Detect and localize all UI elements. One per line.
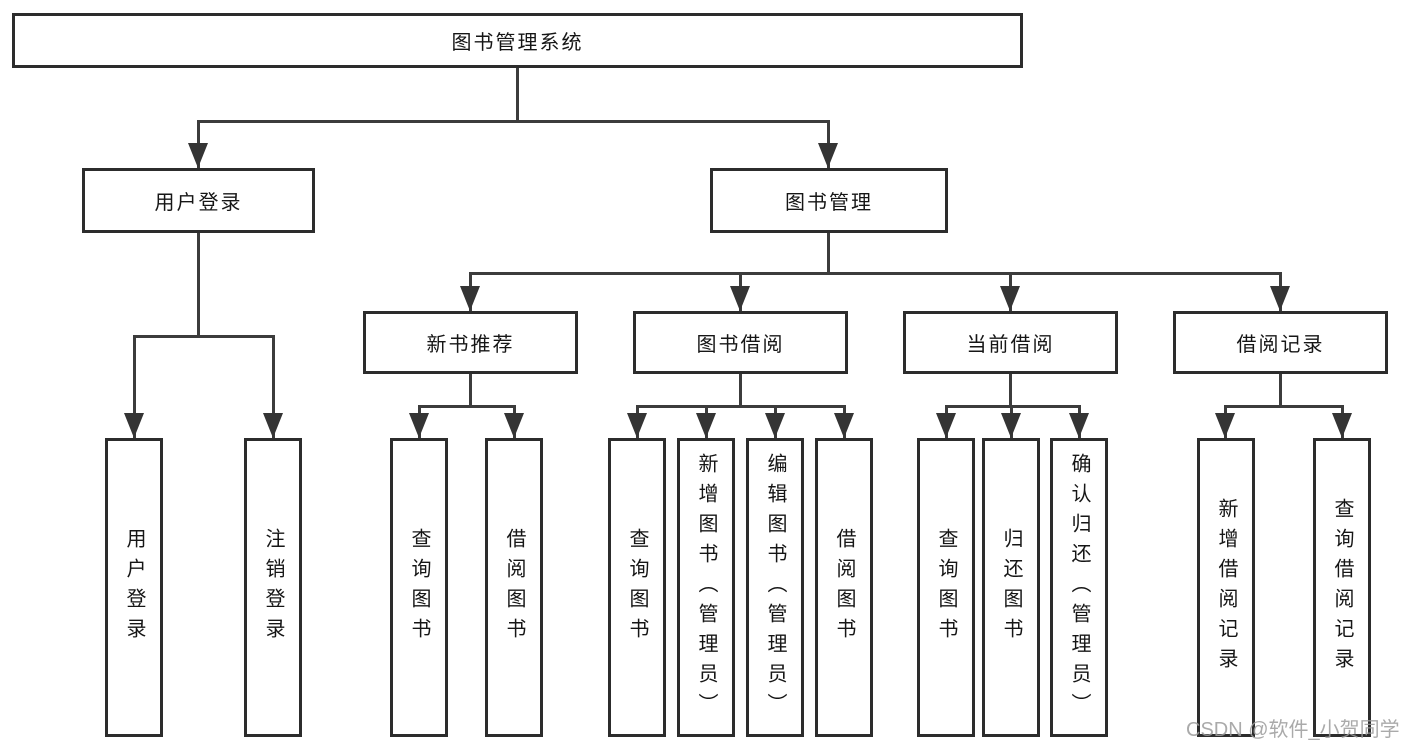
connector-drop (1279, 374, 1282, 405)
node-user-login: 用户登录 (82, 168, 315, 233)
connector-userlogin-bus (133, 335, 275, 338)
connector-userlogin-drop (197, 233, 200, 335)
node-book-management: 图书管理 (710, 168, 948, 233)
leaf-query-books-recommend: 查询图书 (390, 438, 448, 737)
connector-drop-leaf (272, 335, 275, 438)
leaf-query-borrow-record: 查询借阅记录 (1313, 438, 1371, 737)
leaf-borrow-books: 借阅图书 (815, 438, 873, 737)
connector-drop (739, 374, 742, 405)
connector-arrowhead (936, 413, 956, 438)
connector-arrowhead (1332, 413, 1352, 438)
connector-arrowhead (818, 143, 838, 168)
connector-arrowhead (504, 413, 524, 438)
leaf-user-login: 用户登录 (105, 438, 163, 737)
connector-arrowhead (765, 413, 785, 438)
connector-bus (636, 405, 846, 408)
leaf-borrow-books-recommend: 借阅图书 (485, 438, 543, 737)
node-book-borrowing: 图书借阅 (633, 311, 848, 374)
connector-l2-bus (197, 120, 830, 123)
connector-arrowhead (460, 286, 480, 311)
connector-arrowhead (263, 413, 283, 438)
connector-arrowhead (627, 413, 647, 438)
connector-drop (469, 374, 472, 405)
node-root-system: 图书管理系统 (12, 13, 1023, 68)
connector-arrowhead (834, 413, 854, 438)
connector-arrowhead (730, 286, 750, 311)
connector-drop (1009, 374, 1012, 405)
node-borrowing-records: 借阅记录 (1173, 311, 1388, 374)
leaf-add-book-admin: 新增图书（管理员） (677, 438, 735, 737)
connector-bookmgmt-drop (827, 233, 830, 272)
leaf-add-borrow-record: 新增借阅记录 (1197, 438, 1255, 737)
connector-arrowhead (1215, 413, 1235, 438)
leaf-return-book: 归还图书 (982, 438, 1040, 737)
csdn-watermark: CSDN @软件_小贺同学 (1186, 719, 1400, 741)
leaf-logout: 注销登录 (244, 438, 302, 737)
connector-arrowhead (1069, 413, 1089, 438)
connector-arrowhead (124, 413, 144, 438)
connector-drop-leaf (133, 335, 136, 438)
connector-arrowhead (188, 143, 208, 168)
node-new-book-recommend: 新书推荐 (363, 311, 578, 374)
connector-l3-bus (469, 272, 1282, 275)
connector-bus (418, 405, 516, 408)
leaf-edit-book-admin: 编辑图书（管理员） (746, 438, 804, 737)
leaf-query-books-current: 查询图书 (917, 438, 975, 737)
leaf-confirm-return-admin: 确认归还（管理员） (1050, 438, 1108, 737)
connector-bus (1224, 405, 1344, 408)
connector-bus (945, 405, 1081, 408)
connector-arrowhead (1001, 413, 1021, 438)
connector-arrowhead (1000, 286, 1020, 311)
connector-root-drop (516, 68, 519, 120)
connector-arrowhead (1270, 286, 1290, 311)
connector-arrowhead (409, 413, 429, 438)
connector-arrowhead (696, 413, 716, 438)
leaf-query-books-borrow: 查询图书 (608, 438, 666, 737)
node-current-borrowing: 当前借阅 (903, 311, 1118, 374)
